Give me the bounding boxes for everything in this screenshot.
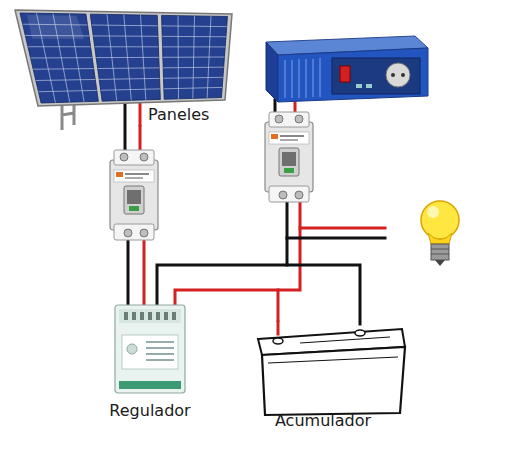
black-wire [286,200,289,265]
part-label: Regulador [109,402,190,420]
red-wire [277,322,280,334]
black-wire [274,100,277,112]
part-label: Acumulador [275,412,371,430]
node-shape [110,305,190,417]
node-drawing [258,329,405,415]
red-wire-connector [175,290,278,322]
light-bulb [421,201,459,266]
inverter-symbol [266,36,428,102]
black-wire [127,240,130,305]
circuit-breaker [265,112,313,202]
wires [125,100,385,334]
red-wire [300,227,385,230]
red-wire [139,102,142,125]
circuit-breaker [110,150,158,240]
black-wire [157,265,360,324]
battery: Acumulador [255,322,405,432]
node-drawing [115,305,185,393]
node-drawing [15,10,232,130]
red-wire [278,200,300,290]
solar-panel: Paneles [10,5,240,125]
charge-regulator: Regulador [110,305,190,417]
black-wire [287,237,385,240]
part-label: Paneles [148,106,209,124]
black-wire [124,100,127,150]
